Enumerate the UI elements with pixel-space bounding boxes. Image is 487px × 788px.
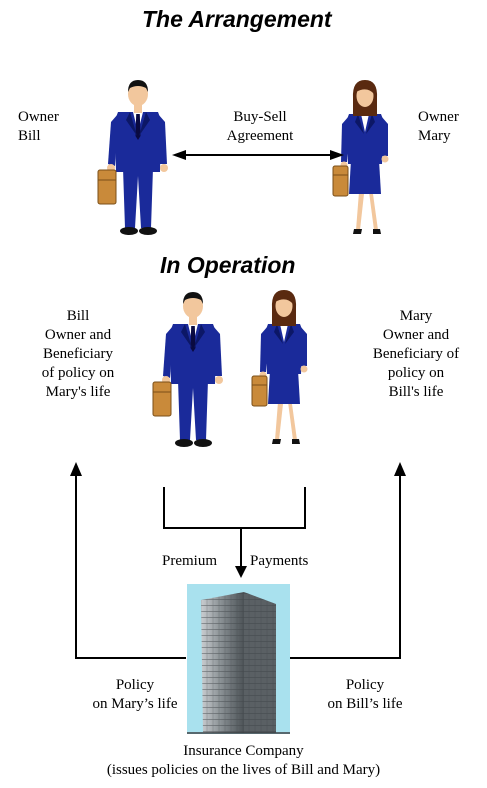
policy-flow-left-arrow bbox=[70, 462, 186, 659]
label-policy-bill: Policy on Bill’s life bbox=[310, 676, 420, 714]
mary-role-line-4: policy on bbox=[387, 365, 445, 381]
insurer-line-2: (issues policies on the lives of Bill an… bbox=[106, 762, 381, 778]
insurance-company-building-icon bbox=[187, 584, 290, 734]
owner-right-line-1: Owner bbox=[418, 109, 459, 125]
heading-arrangement: The Arrangement bbox=[142, 6, 332, 32]
man-figure-bill-operation bbox=[152, 291, 224, 448]
insurer-line-1: Insurance Company bbox=[183, 743, 304, 759]
mary-role-line-1: Mary bbox=[399, 308, 433, 324]
bill-role-line-1: Bill bbox=[66, 308, 90, 324]
mary-role-line-3: Beneficiary of bbox=[372, 346, 460, 362]
label-bill-role: Bill Owner and Beneficiary of policy on … bbox=[20, 307, 136, 402]
woman-figure-mary-operation bbox=[251, 289, 308, 445]
owner-right-line-2: Mary bbox=[418, 128, 451, 144]
label-payments: Payments bbox=[250, 553, 309, 569]
policy-left-line-1: Policy bbox=[115, 677, 155, 693]
policy-left-line-2: on Mary’s life bbox=[92, 696, 178, 712]
bill-role-line-5: Mary's life bbox=[45, 384, 111, 400]
label-premium: Premium bbox=[162, 553, 217, 569]
mary-role-line-5: Bill's life bbox=[388, 384, 444, 400]
agreement-line-1: Buy-Sell bbox=[233, 109, 287, 125]
label-owner-mary: Owner Mary bbox=[418, 108, 459, 146]
heading-operation: In Operation bbox=[160, 252, 296, 278]
agreement-double-arrow bbox=[172, 150, 344, 160]
policy-flow-right-arrow bbox=[290, 462, 406, 659]
agreement-line-2: Agreement bbox=[226, 128, 294, 144]
bill-role-line-4: of policy on bbox=[41, 365, 115, 381]
premium-payment-bracket bbox=[163, 487, 306, 578]
label-owner-bill: Owner Bill bbox=[18, 108, 59, 146]
owner-left-line-2: Bill bbox=[18, 128, 41, 144]
policy-right-line-2: on Bill’s life bbox=[327, 696, 403, 712]
label-insurance-company: Insurance Company (issues policies on th… bbox=[0, 742, 487, 780]
policy-right-line-1: Policy bbox=[345, 677, 385, 693]
label-mary-role: Mary Owner and Beneficiary of policy on … bbox=[352, 307, 480, 402]
label-buy-sell-agreement: Buy-Sell Agreement bbox=[210, 108, 310, 146]
owner-left-line-1: Owner bbox=[18, 109, 59, 125]
label-policy-mary: Policy on Mary’s life bbox=[80, 676, 190, 714]
woman-figure-mary-top bbox=[332, 79, 389, 235]
bill-role-line-3: Beneficiary bbox=[43, 346, 113, 362]
mary-role-line-2: Owner and bbox=[382, 327, 450, 343]
bill-role-line-2: Owner and bbox=[44, 327, 112, 343]
man-figure-bill-top bbox=[97, 79, 169, 236]
